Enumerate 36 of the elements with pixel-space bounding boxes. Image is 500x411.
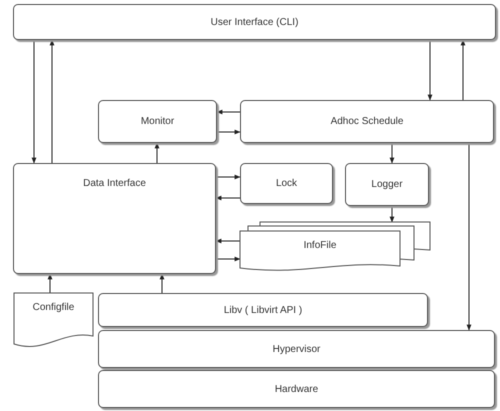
node-label: Hardware bbox=[274, 384, 318, 394]
arrow bbox=[32, 40, 36, 164]
arrow bbox=[216, 256, 241, 262]
process-box bbox=[345, 163, 429, 206]
arrow bbox=[466, 142, 472, 331]
node-label: Data Interface bbox=[83, 178, 146, 189]
layer-box bbox=[98, 370, 495, 408]
node-label: Adhoc Schedule bbox=[330, 116, 404, 127]
arrow bbox=[215, 238, 240, 244]
arrow bbox=[390, 206, 394, 223]
arrow bbox=[428, 40, 432, 101]
arrow bbox=[390, 142, 394, 164]
arrow bbox=[50, 39, 54, 164]
arrow bbox=[216, 174, 241, 180]
process-box bbox=[98, 100, 217, 143]
node-label: Logger bbox=[371, 179, 403, 190]
node-label: Lock bbox=[276, 178, 298, 189]
arrow bbox=[154, 142, 160, 164]
node-label: Monitor bbox=[140, 116, 174, 127]
arrow bbox=[216, 130, 241, 134]
node-label: Configfile bbox=[32, 302, 74, 313]
arrow bbox=[216, 110, 240, 114]
node-label: Hypervisor bbox=[272, 344, 320, 354]
arrow bbox=[160, 273, 164, 294]
arrow bbox=[48, 273, 52, 294]
arrow bbox=[460, 39, 466, 100]
layer-box bbox=[98, 330, 495, 368]
node-label: InfoFile bbox=[304, 240, 336, 251]
node-label: Libv ( Libvirt API ) bbox=[224, 304, 302, 316]
api-layer-box bbox=[98, 293, 428, 327]
interface-layer-box bbox=[13, 4, 496, 40]
process-box bbox=[240, 163, 333, 204]
process-box bbox=[240, 100, 494, 143]
node-label: User Interface (CLI) bbox=[210, 16, 298, 28]
arrow bbox=[215, 196, 240, 200]
process-box bbox=[13, 163, 216, 274]
